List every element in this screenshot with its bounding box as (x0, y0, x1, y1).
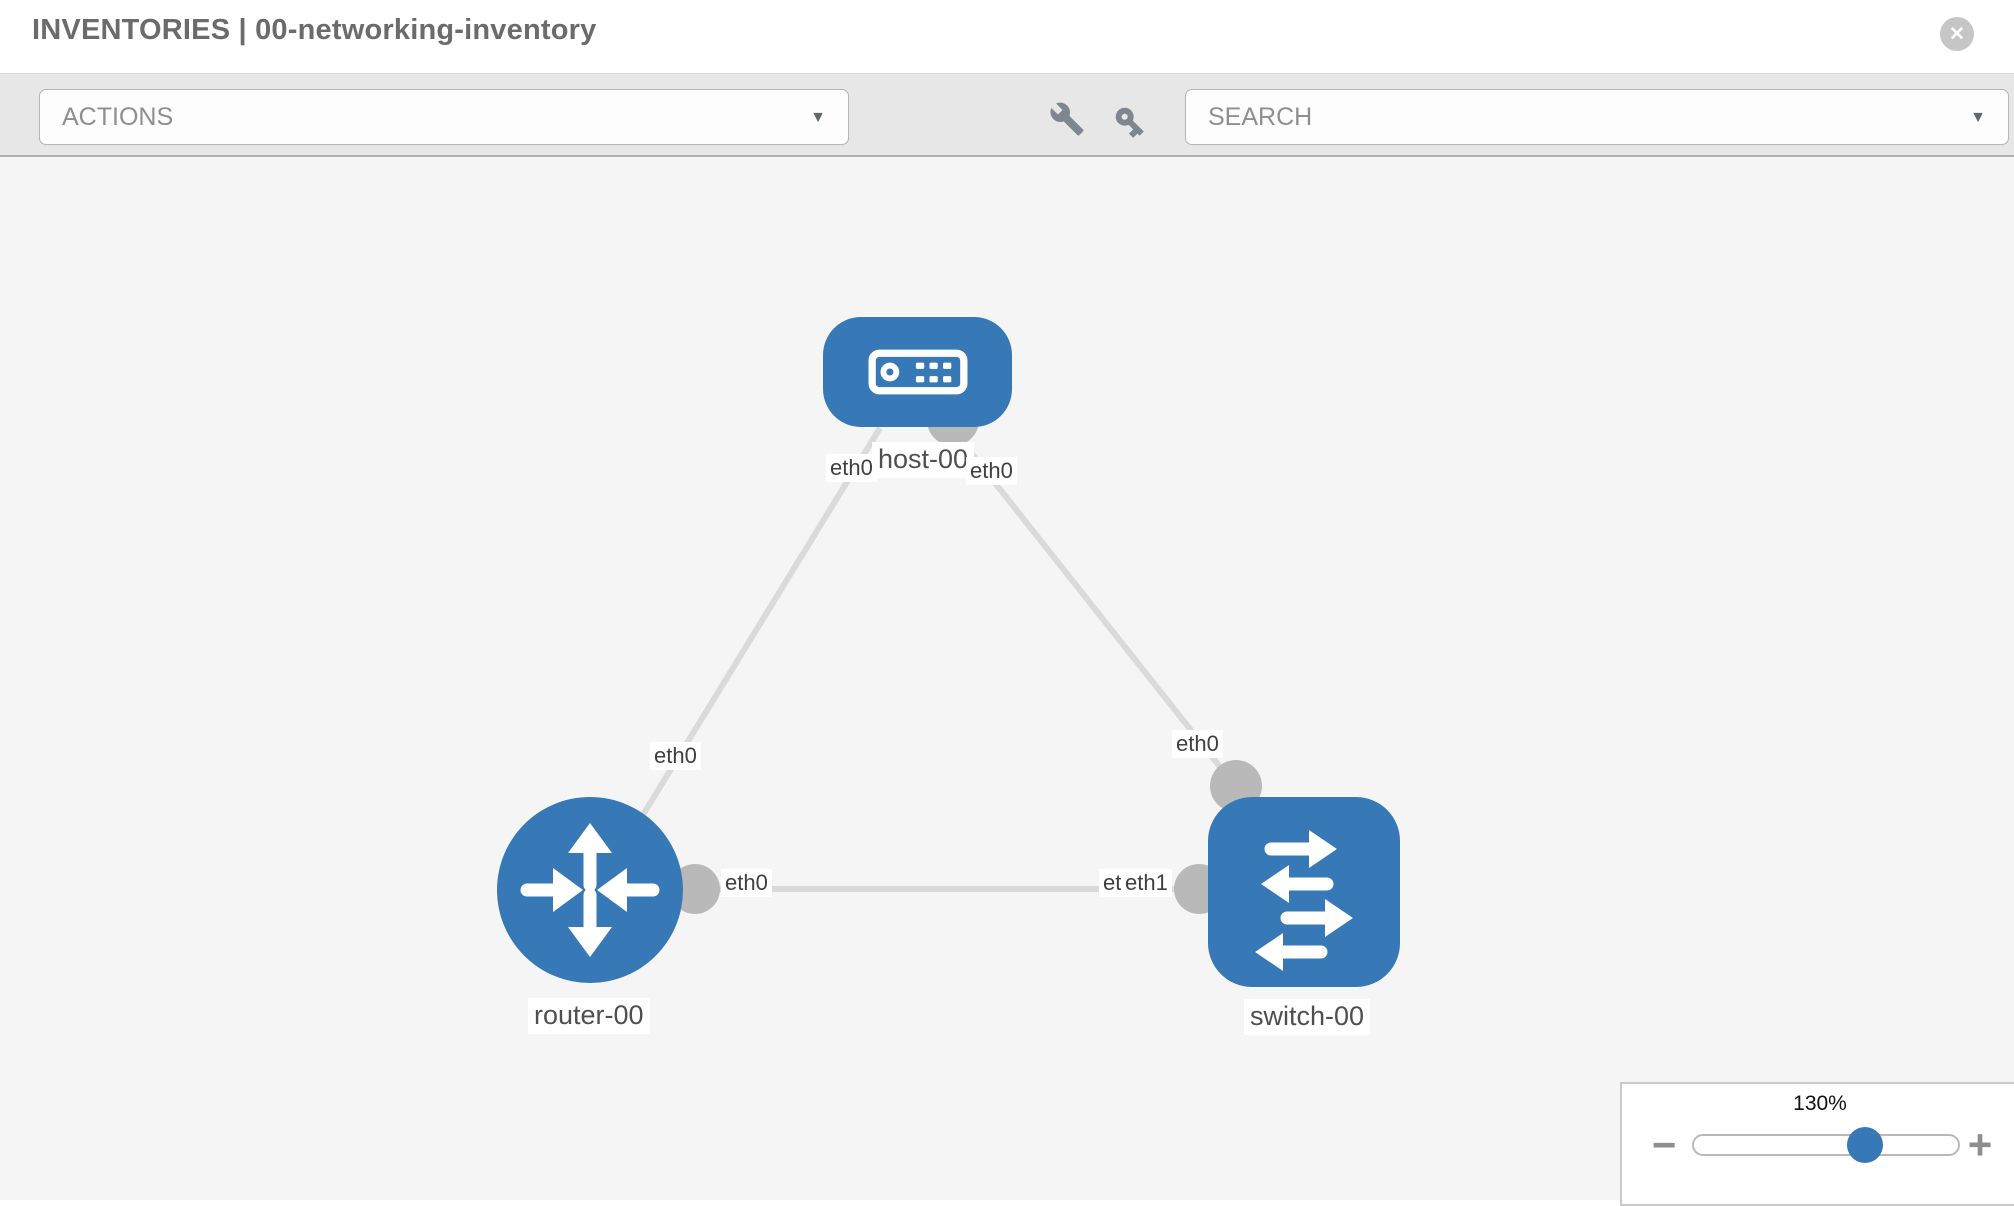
search-dropdown[interactable]: SEARCH ▼ (1185, 89, 2009, 145)
close-button[interactable]: ✕ (1940, 17, 1974, 51)
plus-icon: + (1967, 1121, 1993, 1168)
topology-canvas[interactable]: host-00 router-00 switch-00 eth0 eth0 et… (0, 157, 2014, 1200)
port-circle-router (670, 864, 720, 914)
key-icon (1115, 107, 1144, 138)
interface-label: eth0 (721, 869, 772, 898)
node-router-00[interactable] (497, 797, 683, 983)
wrench-icon (1050, 102, 1084, 136)
interface-label: eth0 (966, 457, 1017, 486)
credentials-button[interactable] (1112, 104, 1148, 140)
zoom-out-button[interactable]: − (1642, 1121, 1686, 1168)
header: INVENTORIES | 00-networking-inventory ✕ (0, 0, 2014, 73)
link-host-router[interactable] (597, 426, 883, 887)
configure-button[interactable] (1049, 101, 1085, 137)
node-switch-00[interactable] (1208, 797, 1400, 987)
node-host-00[interactable] (823, 317, 1012, 427)
zoom-in-button[interactable]: + (1958, 1121, 2002, 1168)
search-dropdown-label: SEARCH (1208, 102, 1313, 131)
links-layer (597, 394, 1262, 914)
router-icon (520, 823, 660, 957)
node-label-host: host-00 (872, 442, 975, 478)
interface-label: eth1 (1121, 869, 1172, 898)
actions-dropdown-label: ACTIONS (62, 102, 174, 131)
switch-icon (1255, 830, 1353, 971)
chevron-down-icon: ▼ (810, 109, 826, 126)
host-icon (868, 349, 967, 395)
minus-icon: − (1651, 1121, 1677, 1168)
chevron-down-icon: ▼ (1970, 109, 1986, 126)
zoom-percent: 130% (1793, 1092, 1847, 1115)
interface-label: eth0 (1172, 730, 1223, 759)
interface-label: eth0 (826, 454, 877, 483)
link-host-switch[interactable] (950, 428, 1239, 789)
page-title: INVENTORIES | 00-networking-inventory (32, 14, 597, 46)
interface-label: eth0 (650, 742, 701, 771)
zoom-slider-track[interactable] (1692, 1134, 1960, 1156)
actions-dropdown[interactable]: ACTIONS ▼ (39, 89, 849, 145)
zoom-control-panel: 130% − + (1620, 1082, 2014, 1206)
node-label-switch: switch-00 (1244, 999, 1371, 1035)
node-label-router: router-00 (528, 998, 650, 1034)
close-icon: ✕ (1949, 23, 1965, 45)
zoom-slider-thumb[interactable] (1847, 1127, 1883, 1163)
toolbar: ACTIONS ▼ SEARCH ▼ (0, 73, 2014, 157)
